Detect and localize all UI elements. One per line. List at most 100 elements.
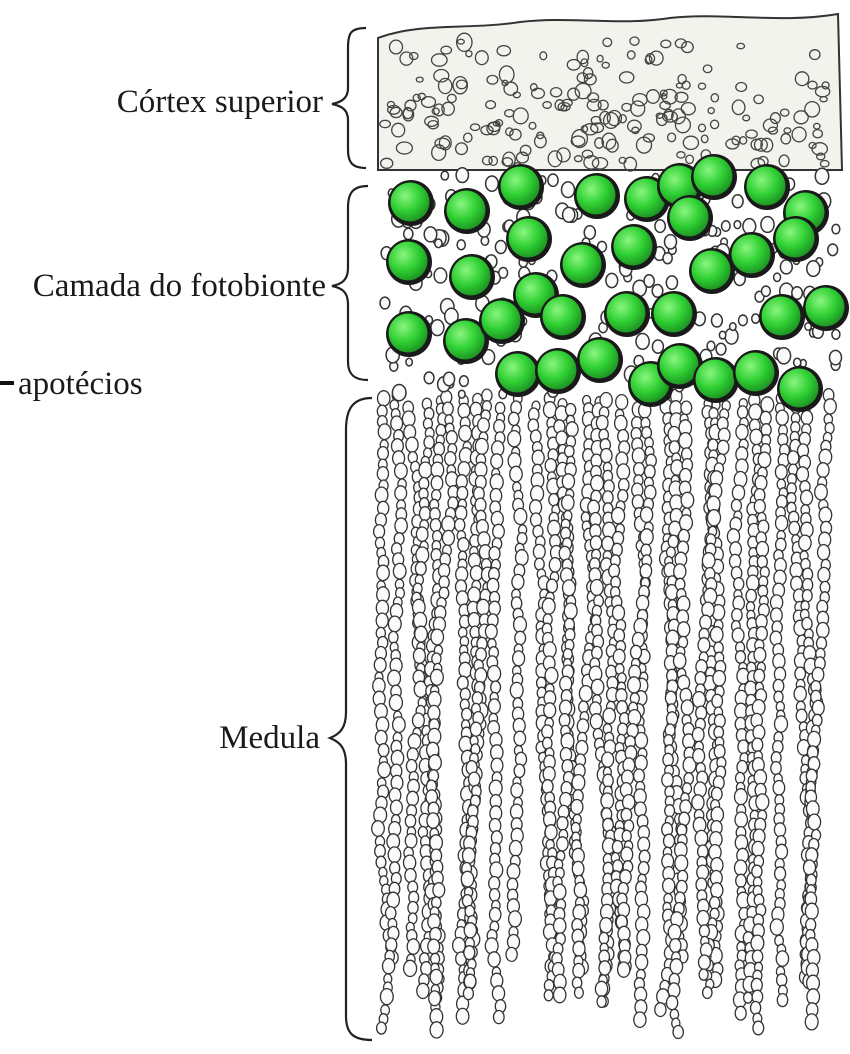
photobiont-hypha-cell [655,220,665,233]
medulla-hypha-cell [710,897,720,910]
photobiont-hypha-cell [774,273,781,281]
medulla-hypha-cell [824,399,836,414]
medulla-hypha-cell [818,567,830,582]
medulla-hypha-cell [756,794,769,810]
photobiont-hypha-cell [431,320,444,336]
medulla-hypha-cell [456,1008,469,1024]
medulla-hypha-cell [378,762,391,778]
medulla-hypha-cell [514,508,527,524]
medulla-hypha-cell [513,651,525,666]
medulla-hypha-cell [511,783,523,798]
photobiont-hypha-cell [435,239,442,248]
medulla-hypha-cell [375,487,388,503]
medulla-hypha-cell [507,864,520,880]
medulla-hypha-cell [628,677,641,693]
photobiont-cell [604,291,650,337]
medulla-hypha-cell [797,467,809,482]
photobiont-cell [689,248,735,294]
medulla-hypha-cell [378,391,390,406]
photobiont-cell-body [501,167,540,206]
medulla-hypha-cell [635,755,647,770]
medulla-hypha-cell [751,935,764,951]
medulla-hypha-cell [492,986,504,1001]
medulla-hypha-cell [572,861,584,876]
photobiont-cell-body [607,294,646,333]
medulla-hypha-cell [535,558,545,570]
photobiont-cell [574,173,620,219]
medulla-hypha-cell [603,818,614,831]
medulla-hypha-cell [612,543,622,556]
medulla-hypha-cell [670,959,682,975]
photobiont-hypha-cell [424,227,437,242]
medulla-hypha-cell [613,605,625,620]
photobiont-cell [577,337,623,383]
medulla-hypha-cell [489,699,501,714]
medulla-hypha-cell [430,835,443,851]
medulla-hypha-cell [485,624,497,639]
medulla-hypha-cell [469,772,480,786]
medulla-hypha-cell [795,667,806,680]
photobiont-hypha-cell [406,358,412,366]
medulla-brace [330,398,372,1040]
medulla-hypha-cell [675,855,688,871]
medulla-hypha-cell [415,626,428,642]
medulla-hypha-cell [493,524,505,538]
photobiont-cell [560,242,606,288]
medulla-hypha-cell [735,789,748,805]
medulla-hypha-cell [665,691,676,705]
medulla-hypha-cell [751,1002,761,1015]
medulla-hypha-cell [458,462,470,477]
medulla-hypha-cell [754,669,765,683]
medulla-hypha-cell [679,812,690,825]
medulla-hypha-cell [432,653,441,665]
medulla-hypha-cell [565,446,574,458]
medulla-hypha-cell [801,411,812,425]
medulla-hypha-cell [468,587,481,603]
medulla-hypha-cell [634,769,645,782]
medulla-hypha-cell [770,631,781,645]
medulla-hypha-cell [427,813,439,828]
medulla-hypha-cell [446,431,457,445]
medulla-hypha-cell [445,452,456,466]
photobiont-cell [733,350,779,396]
medulla-hypha-cell [475,668,487,683]
medulla-hypha-cell [663,878,675,893]
medulla-hypha-cell [428,705,440,720]
medulla-hypha-cell [378,424,391,440]
medulla-hypha-cell [557,817,568,831]
photobiont-hypha-cell [732,195,743,208]
medulla-hypha-cell [667,996,678,1010]
photobiont-hypha-cell [563,207,575,222]
medulla-hypha-cell [544,990,553,1001]
medulla-hypha-cell [476,648,487,661]
medulla-hypha-cell [544,703,556,718]
photobiont-cell-body [732,235,771,274]
medulla-hypha-cell [461,871,473,887]
medulla-hypha-cell [674,564,686,579]
photobiont-layer [380,154,849,412]
photobiont-hypha-cell [830,350,842,364]
medulla-hypha-cell [623,795,635,810]
medulla-hypha-cell [615,415,627,431]
medulla-hypha-cell [634,618,647,634]
medulla-hypha-cell [817,623,829,639]
medulla-hypha-cell [617,464,630,480]
medulla-hypha-cell [794,686,806,701]
photobiont-hypha-cell [777,348,791,364]
medulla-hypha-cell [430,1022,443,1038]
medulla-hypha-cell [559,714,570,727]
photobiont-cell-body [538,351,577,390]
medulla-hypha-cell [681,700,693,715]
medulla-hypha-cell [796,709,807,722]
medulla-hypha-cell [613,649,625,664]
medulla-hypha-cell [512,574,524,589]
photobiont-cell [803,285,849,331]
medulla-hypha-cell [573,941,585,956]
medulla-hypha-cell [463,987,473,999]
medulla-hypha-cell [416,527,428,541]
photobiont-cell-body [447,191,486,230]
photobiont-hypha-cell [424,372,434,384]
medulla-hypha-cell [386,938,397,952]
medulla-hypha-cell [681,401,692,414]
photobiont-cell-body [762,297,801,336]
